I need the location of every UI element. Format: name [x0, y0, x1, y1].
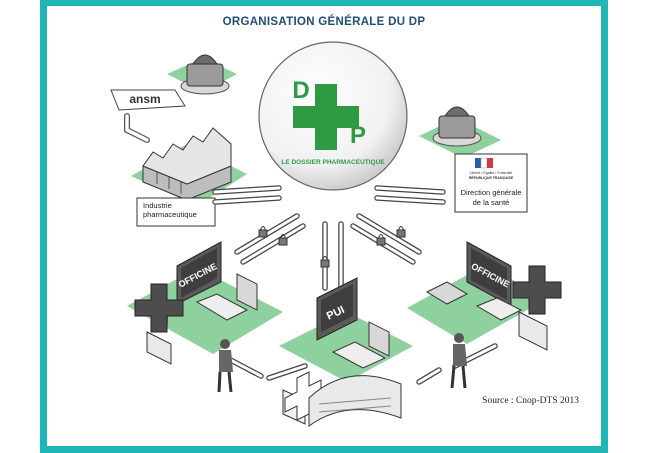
computer-icon: OFFICINE	[425, 241, 523, 321]
industrie-label-box	[136, 197, 216, 227]
lock-icon	[278, 234, 288, 246]
republique-name: RÉPUBLIQUE FRANÇAISE	[469, 175, 514, 180]
person-icon	[450, 333, 467, 389]
industrie-label: Industrie pharmaceutique	[143, 201, 197, 219]
dp-sphere: D P LE DOSSIER PHARMACEUTIQUE	[258, 41, 408, 191]
lock-icon	[376, 234, 386, 246]
cross-icon	[293, 84, 359, 150]
diagram-frame: ORGANISATION GÉNÉRALE DU DP	[40, 0, 608, 453]
factory-icon	[142, 127, 232, 201]
siren-icon	[432, 106, 482, 147]
dp-caption: LE DOSSIER PHARMACEUTIQUE	[281, 159, 385, 166]
pharmacy-building	[518, 311, 548, 351]
cross-icon	[134, 283, 184, 333]
lock-icon	[396, 226, 406, 238]
dgs-label: Direction générale de la santé	[460, 188, 522, 207]
republique-motto: Liberté • Égalité • Fraternité	[470, 170, 513, 175]
person-icon	[217, 339, 233, 393]
ansm-logo-text: ansm	[129, 92, 160, 106]
computer-icon: PUI	[316, 277, 390, 369]
lock-icon	[320, 256, 330, 268]
source-note: Source : Cnop-DTS 2013	[482, 396, 579, 406]
pharmacy-building	[146, 331, 172, 365]
computer-icon: OFFICINE	[176, 241, 258, 321]
diagram-title: ORGANISATION GÉNÉRALE DU DP	[222, 16, 426, 28]
siren-icon	[180, 54, 230, 95]
diagram-scene: ansm Liberté • Égalité • Fraternité RÉPU…	[110, 41, 562, 427]
cross-icon	[512, 265, 562, 315]
ansm-logo: ansm	[110, 89, 186, 111]
hospital-icon	[282, 371, 402, 427]
dgs-card: Liberté • Égalité • Fraternité RÉPUBLIQU…	[454, 153, 528, 213]
lock-icon	[258, 226, 268, 238]
dp-letter-p: P	[350, 122, 366, 149]
dp-letter-d: D	[292, 77, 309, 104]
